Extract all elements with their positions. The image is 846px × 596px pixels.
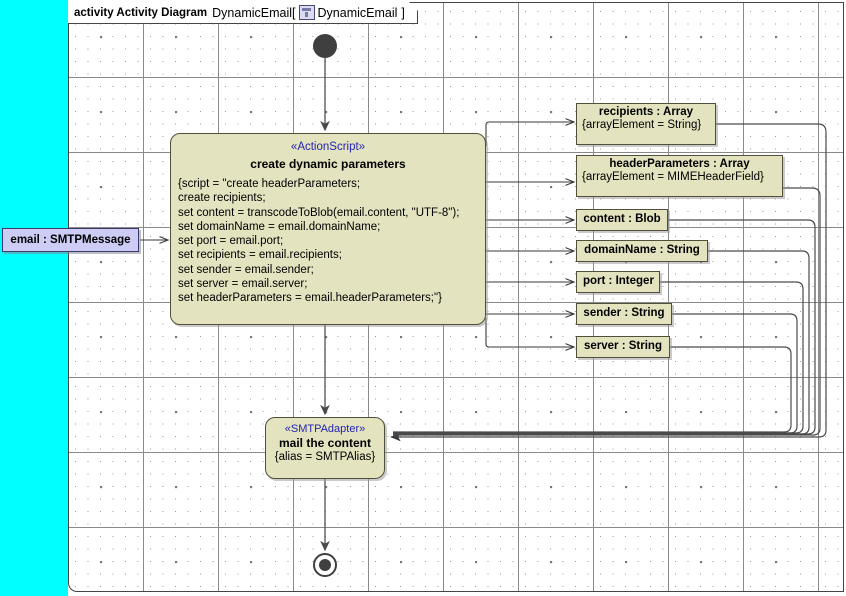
bracket-close: ] bbox=[401, 5, 405, 20]
object-node-port[interactable]: port : Integer bbox=[576, 271, 660, 293]
object-node-title: content : Blob bbox=[583, 213, 661, 225]
adapter-node-name: mail the content bbox=[278, 436, 371, 450]
object-node-title: recipients : Array bbox=[598, 106, 694, 118]
action-node-name: create dynamic parameters bbox=[250, 157, 406, 171]
object-node-title: sender : String bbox=[583, 307, 665, 319]
adapter-node-stereotype: «SMTPAdapter» bbox=[284, 423, 366, 435]
action-node-create-dynamic-parameters[interactable]: «ActionScript» create dynamic parameters… bbox=[170, 133, 486, 325]
frame-inner-name: DynamicEmail bbox=[317, 5, 398, 20]
object-node-sender[interactable]: sender : String bbox=[576, 303, 672, 325]
initial-node[interactable] bbox=[313, 34, 337, 58]
object-node-content[interactable]: content : Blob bbox=[576, 209, 668, 231]
frame-keyword: activity Activity Diagram bbox=[74, 6, 208, 19]
object-node-headerparameters[interactable]: headerParameters : Array {arrayElement =… bbox=[576, 155, 783, 197]
action-node-mail-the-content[interactable]: «SMTPAdapter» mail the content {alias = … bbox=[265, 417, 385, 479]
class-diagram-icon bbox=[299, 5, 315, 20]
object-node-server[interactable]: server : String bbox=[576, 336, 670, 358]
action-node-stereotype: «ActionScript» bbox=[290, 141, 366, 153]
input-pin-label: email : SMTPMessage bbox=[10, 234, 131, 246]
action-node-script: {script = "create headerParameters; crea… bbox=[178, 178, 460, 305]
object-node-property: {arrayElement = String} bbox=[582, 119, 702, 131]
bracket-open: [ bbox=[292, 5, 296, 20]
object-node-domainname[interactable]: domainName : String bbox=[576, 240, 708, 262]
object-node-title: server : String bbox=[584, 340, 662, 352]
frame-name: DynamicEmail bbox=[212, 5, 293, 20]
object-node-title: domainName : String bbox=[584, 244, 700, 256]
activity-final-node[interactable] bbox=[313, 553, 337, 577]
object-node-title: headerParameters : Array bbox=[609, 158, 750, 170]
object-node-property: {arrayElement = MIMEHeaderField} bbox=[582, 171, 764, 183]
object-node-title: port : Integer bbox=[583, 275, 654, 287]
frame-header: activity Activity Diagram DynamicEmail [… bbox=[68, 2, 418, 24]
input-pin-email[interactable]: email : SMTPMessage bbox=[2, 228, 139, 252]
adapter-node-property: {alias = SMTPAlias} bbox=[274, 451, 376, 463]
side-panel bbox=[0, 0, 68, 596]
object-node-recipients[interactable]: recipients : Array {arrayElement = Strin… bbox=[576, 103, 716, 145]
